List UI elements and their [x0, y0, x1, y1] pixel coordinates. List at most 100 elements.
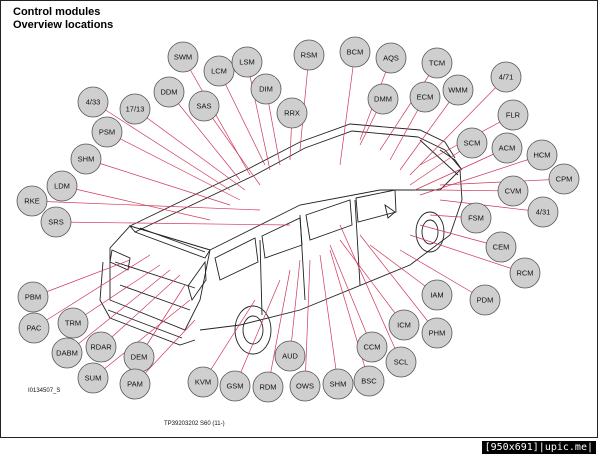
- module-bubble: [485, 231, 517, 263]
- leader-line-rke: [31, 200, 261, 211]
- module-label: AQS: [383, 54, 399, 63]
- module-label: WMM: [448, 86, 468, 95]
- module-bubble: [421, 47, 453, 79]
- module-bubble: [57, 307, 89, 339]
- module-iam: IAM: [421, 279, 453, 311]
- module-ccm: CCM: [356, 331, 388, 363]
- module-label: RKE: [24, 197, 39, 206]
- module-bubble: [51, 337, 83, 369]
- module-label: SWM: [174, 53, 192, 62]
- title-line-1: Control modules: [13, 6, 101, 18]
- module-label: PSM: [99, 128, 115, 137]
- module-label: RDM: [259, 383, 276, 392]
- module-srs: SRS: [40, 206, 72, 238]
- module-label: SAS: [196, 102, 211, 111]
- module-bubble: [409, 81, 441, 113]
- module-scl: SCL: [385, 346, 417, 378]
- module-label: TRM: [65, 319, 81, 328]
- module-cpm: CPM: [548, 163, 580, 195]
- module-label: CVM: [505, 187, 522, 196]
- leader-line-hcm: [419, 154, 543, 196]
- module-bubble: [187, 366, 219, 398]
- module-ldm: LDM: [46, 170, 78, 202]
- document-reference: TP39203202 S60 (11-): [164, 421, 225, 427]
- leader-line-rdm: [267, 269, 291, 388]
- module-label: BSC: [361, 377, 377, 386]
- leader-line-acm: [414, 147, 508, 191]
- module-bubble: [77, 86, 109, 118]
- module-bubble: [421, 317, 453, 349]
- module-bubble: [40, 206, 72, 238]
- module-lcm: LCM: [203, 55, 235, 87]
- leader-line-shm: [319, 254, 339, 385]
- module-label: DIM: [259, 85, 273, 94]
- module-bubble: [167, 41, 199, 73]
- module-dmm: DMM: [367, 83, 399, 115]
- module-label: PBM: [25, 293, 41, 302]
- module-bubble: [388, 309, 420, 341]
- watermark: [950x691]|upic.me|: [481, 441, 596, 454]
- module-pbm: PBM: [17, 281, 49, 313]
- module-label: HCM: [533, 151, 550, 160]
- module-bubble: [367, 83, 399, 115]
- module-pam: PAM: [119, 368, 151, 400]
- module-bubble: [460, 202, 492, 234]
- module-shm: SHM: [70, 143, 102, 175]
- module-label: DEM: [131, 353, 148, 362]
- module-sum: SUM: [77, 362, 109, 394]
- module-bubble: [16, 185, 48, 217]
- module-label: CPM: [556, 175, 573, 184]
- module-label: 4/31: [536, 208, 551, 217]
- module-bubble: [353, 365, 385, 397]
- module-bsc: BSC: [353, 365, 385, 397]
- module-hcm: HCM: [526, 139, 558, 171]
- module-label: LDM: [54, 182, 70, 191]
- module-label: PAC: [27, 324, 42, 333]
- module-label: RCM: [516, 269, 533, 278]
- leader-line-4-71: [409, 76, 507, 176]
- module-label: KVM: [195, 378, 211, 387]
- leader-line-ccm: [329, 244, 373, 348]
- module-label: AUD: [282, 352, 298, 361]
- leader-line-shm: [85, 158, 231, 206]
- module-label: FLR: [506, 111, 521, 120]
- module-bubble: [18, 312, 50, 344]
- module-label: RDAR: [90, 343, 112, 352]
- module-label: DMM: [374, 95, 392, 104]
- leader-line-ows: [304, 259, 311, 387]
- module-bubble: [85, 331, 117, 363]
- module-label: DDM: [160, 88, 177, 97]
- leader-line-17-13: [134, 108, 246, 191]
- module-bubble: [276, 97, 308, 129]
- module-label: ACM: [499, 144, 516, 153]
- module-bubble: [442, 74, 474, 106]
- module-tcm: TCM: [421, 47, 453, 79]
- module-17-13: 17/13: [119, 93, 151, 125]
- module-label: TCM: [429, 59, 445, 68]
- module-label: OWS: [296, 382, 314, 391]
- module-label: SCM: [464, 139, 481, 148]
- module-ddm: DDM: [153, 76, 185, 108]
- module-bubble: [322, 368, 354, 400]
- module-bubble: [293, 39, 325, 71]
- module-dem: DEM: [123, 341, 155, 373]
- module-dabm: DABM: [51, 337, 83, 369]
- module-trm: TRM: [57, 307, 89, 339]
- leader-line-scl: [339, 224, 402, 363]
- module-label: CCM: [363, 343, 380, 352]
- module-label: SRS: [48, 218, 63, 227]
- module-bubble: [46, 170, 78, 202]
- module-aqs: AQS: [375, 42, 407, 74]
- leader-line-lcm: [218, 70, 266, 166]
- module-bubble: [119, 368, 151, 400]
- module-pac: PAC: [18, 312, 50, 344]
- leader-line-rsm: [299, 54, 310, 151]
- module-bubble: [385, 346, 417, 378]
- module-rdm: RDM: [252, 371, 284, 403]
- module-bubble: [91, 116, 123, 148]
- module-label: FSM: [468, 214, 484, 223]
- leader-line-gsm: [234, 279, 281, 387]
- module-bubble: [70, 143, 102, 175]
- module-bubble: [497, 99, 529, 131]
